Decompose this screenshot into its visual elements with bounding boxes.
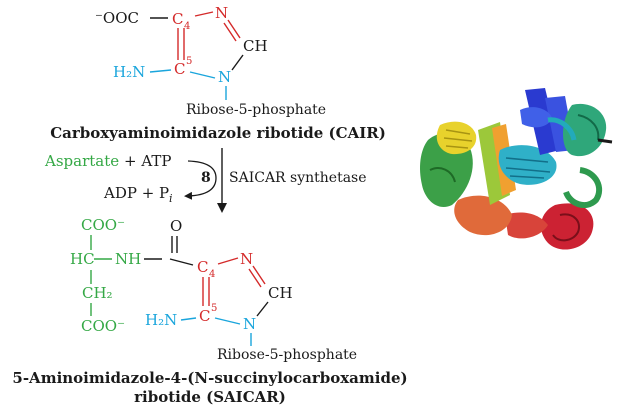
product-pi-subscript: i	[169, 192, 173, 205]
saicar-ch-label: CH	[268, 284, 293, 302]
cair-ribose-label: Ribose-5-phosphate	[186, 102, 326, 118]
ribbon-green-left-loop	[429, 167, 456, 183]
cair-carboxylate-label: ⁻OOC	[95, 9, 139, 27]
ribbon-red-helix-turn	[552, 213, 580, 242]
ribbon-orange-lower	[454, 195, 512, 236]
saicar-compound-name-line2: ribotide (SAICAR)	[134, 388, 286, 406]
saicar-bond-carbonyl-c4	[169, 258, 194, 266]
ribbon-terminus	[597, 138, 613, 144]
substrate-atp-label: + ATP	[124, 152, 171, 170]
saicar-bond-h2n-c5	[180, 317, 197, 321]
step-number: 8	[201, 170, 211, 186]
product-adp-label: ADP + P	[103, 184, 169, 202]
cair-c5-superscript: 5	[186, 56, 192, 67]
cair-structure: ⁻OOC C 4 N CH C 5 N H₂N Ribose-5-phospha…	[50, 4, 386, 142]
ribbon-yellow-helix-turns	[443, 129, 473, 149]
saicar-ring-n-label: N	[240, 250, 253, 268]
ribbon-yellow-helix	[436, 121, 477, 155]
reaction-side-arrow	[184, 160, 217, 200]
ribbon-teal-right-loop	[577, 114, 600, 141]
ribbon-cyan-center	[498, 145, 557, 185]
saicar-bond-c4-n	[217, 257, 239, 265]
saicar-bond-n-ch-b	[248, 268, 262, 288]
ribbon-blue-loop	[520, 107, 552, 128]
saicar-bond-n-ch-a	[252, 265, 266, 285]
reaction-step: Aspartate + ATP ADP + P i 8 SAICAR synth…	[44, 148, 367, 213]
saicar-coo-bottom-label: COO⁻	[81, 317, 125, 335]
saicar-c4-subscript: 4	[209, 269, 215, 280]
saicar-coo-top-label: COO⁻	[81, 216, 125, 234]
saicar-c5-label: C	[199, 307, 210, 325]
saicar-ribose-label: Ribose-5-phosphate	[217, 347, 357, 363]
cair-c4-label: C	[172, 10, 183, 28]
saicar-structure: COO⁻ HC NH O C 4 N CH C 5 N H₂N CH₂ COO⁻…	[12, 216, 407, 406]
ribbon-red-orange-loop	[505, 212, 548, 239]
protein-ribbon-image	[420, 88, 613, 250]
saicar-c5-superscript: 5	[211, 303, 217, 314]
ribbon-teal-right	[563, 103, 607, 157]
saicar-bond-c5-n1	[214, 317, 241, 325]
cair-bond-c5-n1	[189, 71, 216, 79]
cair-ring-n-label: N	[215, 4, 228, 22]
saicar-c4-label: C	[197, 258, 208, 276]
substrate-aspartate-label: Aspartate	[44, 152, 119, 170]
cair-h2n-label: H₂N	[113, 63, 145, 81]
saicar-hc-label: HC	[70, 250, 95, 268]
saicar-carbonyl-o-label: O	[170, 217, 182, 235]
cair-ring-n1-label: N	[218, 68, 231, 86]
ribbon-cyan-helix-turns	[505, 157, 551, 179]
saicar-ch2-label: CH₂	[82, 284, 113, 302]
saicar-compound-name-line1: 5-Aminoimidazole-4-(N-succinylocarboxami…	[12, 369, 407, 387]
saicar-ring-n1-label: N	[243, 315, 256, 333]
cair-bond-ch-n1	[231, 54, 244, 71]
cair-c5-label: C	[174, 60, 185, 78]
saicar-h2n-label: H₂N	[145, 311, 177, 329]
cair-bond-c4-n	[194, 11, 214, 17]
ribbon-red-helix	[540, 203, 594, 250]
cair-bond-n-ch-a	[227, 19, 241, 39]
cair-bond-h2n-c5	[149, 69, 172, 73]
cair-ch-label: CH	[243, 37, 268, 55]
ribbon-cyan-loop	[547, 117, 577, 141]
enzyme-name: SAICAR synthetase	[229, 170, 367, 186]
cair-compound-name: Carboxyaminoimidazole ribotide (CAIR)	[50, 124, 386, 142]
cair-c4-subscript: 4	[184, 21, 190, 32]
ribbon-green-right-loop	[563, 167, 603, 209]
cair-bond-n-ch-b	[223, 22, 237, 42]
saicar-nh-label: NH	[115, 250, 141, 268]
saicar-bond-ch-n1	[256, 301, 269, 317]
